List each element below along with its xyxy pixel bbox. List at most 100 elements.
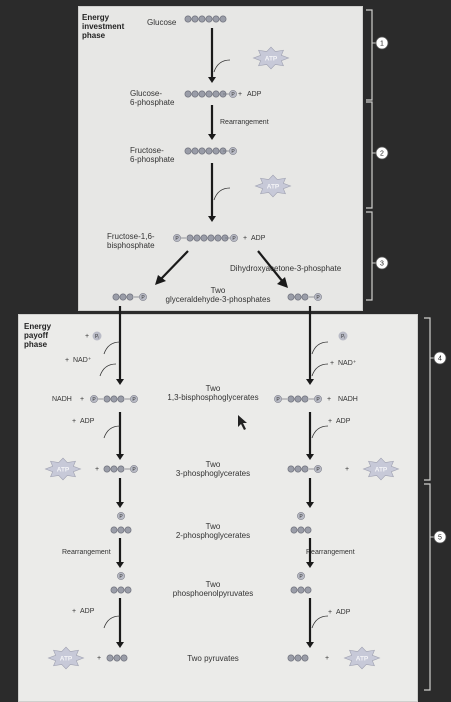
glucose-carbon [219,15,227,23]
pg2-right-carbon [304,526,312,534]
step-1-label: 1 [380,41,384,48]
bpg-left-carbon [103,395,111,403]
pi-hook-left [103,341,121,355]
pep-right-carbon [304,586,312,594]
pyr-right-carbon [287,654,295,662]
pg3-left-carbon [117,465,125,473]
pg2-right-carbon [290,526,298,534]
g3p-label: Two glyceraldehyde-3-phosphates [165,286,271,304]
atp-out-right-2-label: ATP [356,656,369,663]
pg3-right-p [314,465,322,473]
plus-atp-left-2: + [97,655,101,662]
pi-right [338,331,348,341]
payoff-phase-label: Energy payoff phase [24,322,52,349]
bpg-right-carbon [287,395,295,403]
arrow-step7-right-head [306,454,314,460]
investment-phase-label: Energy investment phase [82,13,125,40]
atp-out-right-2 [343,646,381,670]
g6p-carbon [191,90,199,98]
plus-adp-right-1: + [328,418,332,425]
arrow-step7-left-head [116,454,124,460]
g6p-phosphate [229,90,237,98]
adp-1: ADP [247,91,262,98]
split-arrow-right [257,250,284,283]
plus-1: + [238,91,242,98]
bpg-left-p2 [130,395,138,403]
f6p-phosphate [229,147,237,155]
split-arrow-right-head [277,277,288,288]
step-3-label: 3 [380,261,384,268]
g6p-phosphate-label: P [231,92,235,98]
atp-hook-1 [213,59,231,73]
g6p-carbon [205,90,213,98]
f6p-label: Fructose- 6-phosphate [130,146,175,164]
f6p-carbon [191,147,199,155]
plus-pi-left: + [85,333,89,340]
pg3-left-carbon [103,465,111,473]
adp-hook-left-2 [103,615,121,629]
pep-left-carbon [110,586,118,594]
pg3-left-p-label: P [132,467,136,473]
rearrangement-label-2: Rearrangement [62,549,111,556]
pep-left-p-label: P [119,574,123,580]
pep-left-p [117,572,125,580]
cursor-icon [238,415,247,430]
atp-out-left-1 [44,457,82,481]
atp-in-1 [252,46,290,70]
glucose-carbon [191,15,199,23]
arrow-step6-left-head [116,379,124,385]
plus-nad-left: + [65,357,69,364]
pg3-label: Two 3-phosphoglycerates [175,460,251,478]
plus-nadh-right: + [327,396,331,403]
plus-2: + [243,235,247,242]
f16bp-p1 [173,234,181,242]
pi-left-label: Pᵢ [95,334,99,340]
bpg-left-p1-label: P [92,397,96,403]
f16bp-carbon [193,234,201,242]
bpg-label: Two 1,3-bisphosphoglycerates [167,384,259,402]
pg2-right-p [297,512,305,520]
bracket-step2 [366,101,373,209]
nadh-right: NADH [338,396,358,403]
pi-right-label: Pᵢ [341,334,345,340]
pg2-left-p [117,512,125,520]
atp-out-right-1-label: ATP [375,467,388,474]
pep-right-carbon [297,586,305,594]
bpg-left-carbon [117,395,125,403]
pg3-right-carbon [287,465,295,473]
plus-atp-right-1: + [345,466,349,473]
pg2-left-carbon [110,526,118,534]
bpg-right-p2-label: P [316,397,320,403]
g3p-left-carbon [119,293,127,301]
f16bp-p2 [230,234,238,242]
atp-in-2-label: ATP [267,184,280,191]
g6p-carbon [198,90,206,98]
pg2-label: Two 2-phosphoglycerates [175,522,251,540]
g3p-right-p-label: P [316,295,320,301]
f16bp-p1-label: P [175,236,179,242]
pyr-left-carbon [113,654,121,662]
step-4-label: 4 [438,356,442,363]
glucose-carbon [184,15,192,23]
arrow-step10-left-head [116,642,124,648]
adp-right-2: ADP [336,609,351,616]
g6p-label: Glucose- 6-phosphate [130,89,175,107]
g3p-left-p [139,293,147,301]
bpg-left-carbon [110,395,118,403]
g3p-right-carbon [287,293,295,301]
f16bp-carbon [214,234,222,242]
bpg-right-carbon [301,395,309,403]
step-5 [433,530,447,544]
g3p-left-p-label: P [141,295,145,301]
adp-left-2: ADP [80,608,95,615]
f6p-carbon [198,147,206,155]
pi-left [92,331,102,341]
arrow-step8-left-head [116,502,124,508]
glucose-carbon [212,15,220,23]
pi-hook-right [311,341,329,355]
step-1 [375,36,389,50]
arrow-step9-right-head [306,562,314,568]
bracket-step5 [424,483,431,691]
pep-left-carbon [117,586,125,594]
plus-adp-right-2: + [328,609,332,616]
